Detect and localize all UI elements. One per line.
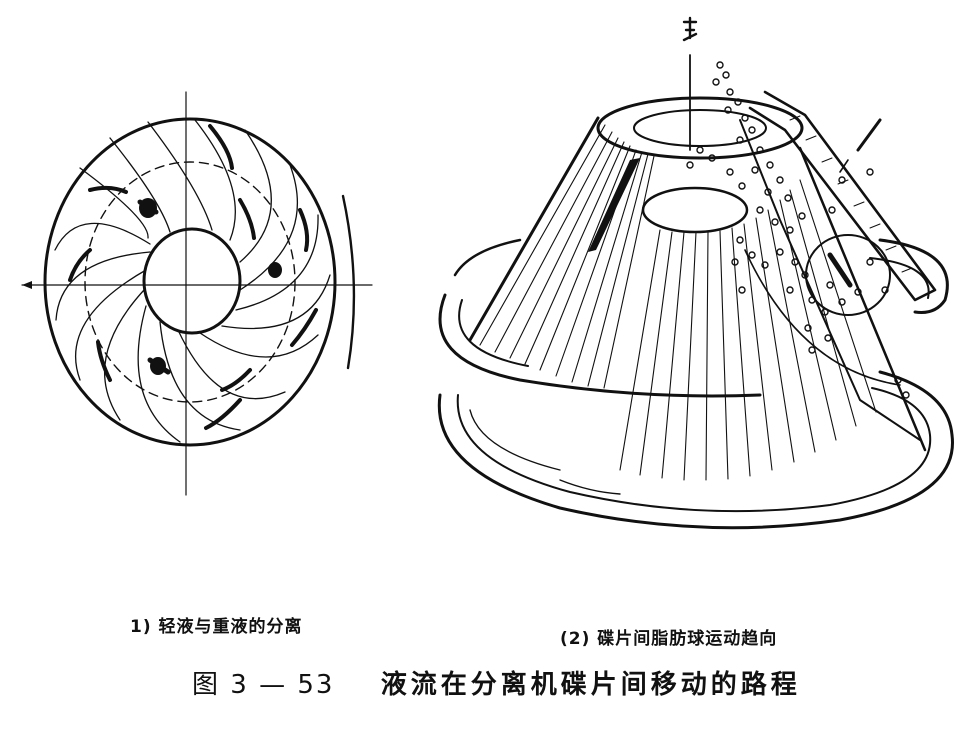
central-hub [142,227,242,335]
flow-arrow-icon [856,118,882,152]
cone-left-edge [468,116,600,342]
subfigure-caption-left: 1) 轻液与重液的分离 [130,617,303,637]
figure-caption: 图 3 — 53 液流在分离机碟片间移动的路程 [192,664,801,701]
inner-cone-opening [641,186,749,234]
axis-arrow-icon [22,281,32,289]
flange-ring-back [453,238,522,277]
conical-disc-stack [437,16,954,530]
disc-plan-view [21,91,373,496]
rib-mark [827,252,853,288]
fat-globules [686,61,910,399]
blob-tail [137,199,159,215]
flow-arrow-icon [839,159,849,173]
base-ring-detail [469,409,561,471]
base-ring-detail [559,479,621,495]
thick-vane-tips [68,124,318,430]
figure-title: 液流在分离机碟片间移动的路程 [380,670,801,700]
base-ring-outer [437,370,954,530]
figure-number: 图 3 — 53 [192,670,335,700]
top-mark-icon [682,16,698,42]
rib-bar [748,90,937,302]
outer-arc-right [341,194,356,370]
flange-ring-right-inner [869,257,930,299]
cone-neck [633,109,767,147]
cutaway-edge [739,119,921,441]
blob-tail [147,357,171,375]
cone-right-edge [798,146,927,452]
cutaway-hole [805,234,891,316]
dashed-ring [84,161,296,403]
cone-shadow-band [588,158,640,252]
cone-hatching [479,124,877,481]
cutaway-curve [744,249,901,386]
subfigure-caption-right: (2) 碟片间脂肪球运动趋向 [560,629,778,649]
heavy-liquid-blob [268,262,282,278]
flange-ring-outer [438,293,762,398]
flange-ring-right [878,238,949,314]
rib-bar-hatching [789,115,913,273]
flange-ring-inner [458,299,529,367]
base-ring-inner [456,387,932,513]
spiral-vanes [54,119,331,443]
cone-top-opening [596,96,804,160]
outer-disc-rim [43,117,337,447]
